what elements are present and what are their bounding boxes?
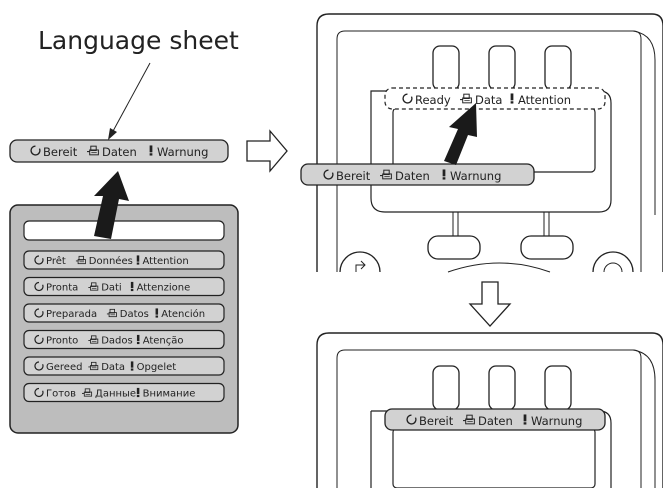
sheet-row: Preparada Datos Atención (23, 303, 225, 323)
inserting-ready-label: Bereit (336, 169, 371, 183)
sheet-row-ready: Preparada (46, 309, 97, 320)
sheet-row-ready: Gereed (46, 362, 82, 373)
left-soft-key (427, 235, 481, 260)
caption-pointer-arrowhead (108, 128, 117, 140)
language-sheet-caption: Language sheet (38, 26, 239, 55)
installed-ready-label: Bereit (419, 414, 454, 428)
installed-attention-label: Warnung (531, 414, 582, 428)
sheet-row-ready: Готов (46, 389, 76, 400)
ready-indicator-lamp (432, 45, 460, 91)
down-arrow-icon (468, 281, 512, 327)
english-attention-label: Attention (518, 93, 571, 107)
sheet-row: Готов Данные Внимание (23, 382, 225, 403)
strip-ready-label: Bereit (43, 145, 78, 159)
english-ready-label: Ready (415, 93, 451, 107)
sheet-row-attention: Atención (161, 308, 205, 320)
attention-indicator-lamp (544, 45, 572, 91)
sheet-row-ready: Pronto (46, 336, 78, 347)
attention-exclamation-icon (136, 334, 140, 345)
sheet-row-data: Datos (120, 309, 149, 320)
sheet-row: Pronta Dati Attenzione (23, 276, 225, 297)
removed-strip-slot (23, 220, 225, 241)
attention-exclamation-icon (155, 308, 159, 318)
sheet-row-attention: Внимание (143, 389, 196, 400)
operation-panel-bottom: Bereit Daten Warnung (316, 332, 663, 488)
attention-exclamation-icon (130, 281, 134, 292)
sheet-row-attention: Attenzione (137, 283, 191, 294)
insert-arrow-icon (94, 171, 129, 239)
installed-language-strip (384, 408, 606, 431)
installed-data-label: Daten (478, 414, 513, 428)
attention-exclamation-icon (130, 361, 134, 371)
language-strip-english (384, 87, 606, 110)
strip-data-label: Daten (102, 145, 137, 159)
message-display (392, 107, 596, 173)
sheet-row: Prêt Données Attention (23, 250, 225, 270)
sheet-row-ready: Prêt (46, 255, 66, 267)
sheet-row-attention: Attention (143, 256, 189, 267)
sheet-row-ready: Pronta (46, 283, 78, 294)
attention-exclamation-icon (136, 255, 140, 265)
sheet-row: Gereed Data Opgelet (23, 356, 225, 376)
sheet-row-attention: Atenção (143, 336, 184, 347)
sheet-row: Pronto Dados Atenção (23, 329, 225, 350)
stop-icon (592, 251, 634, 273)
right-soft-key (520, 235, 574, 260)
paper-feed-icon (339, 251, 381, 273)
right-arrow-icon (246, 129, 288, 173)
sheet-row-data: Dati (101, 283, 122, 294)
strip-attention-label: Warnung (157, 145, 208, 159)
operation-panel-top: Ready Data Attention (316, 13, 663, 273)
language-strip-german: Bereit Daten Warnung (9, 139, 229, 163)
data-indicator-lamp (488, 45, 516, 91)
sheet-row-data: Dados (101, 336, 133, 347)
inserting-data-label: Daten (395, 169, 430, 183)
attention-exclamation-icon (149, 145, 153, 156)
language-strip-german-inserting: Bereit Daten Warnung (300, 163, 535, 186)
attention-exclamation-icon (136, 387, 140, 398)
caption-pointer-line (111, 62, 151, 134)
sheet-row-attention: Opgelet (137, 362, 177, 373)
sheet-row-data: Data (101, 362, 125, 373)
sheet-row-data: Данные (95, 389, 136, 400)
insert-arrow-icon (444, 103, 477, 165)
sheet-row-data: Données (89, 255, 133, 267)
english-data-label: Data (475, 93, 502, 107)
inserting-attention-label: Warnung (450, 169, 501, 183)
